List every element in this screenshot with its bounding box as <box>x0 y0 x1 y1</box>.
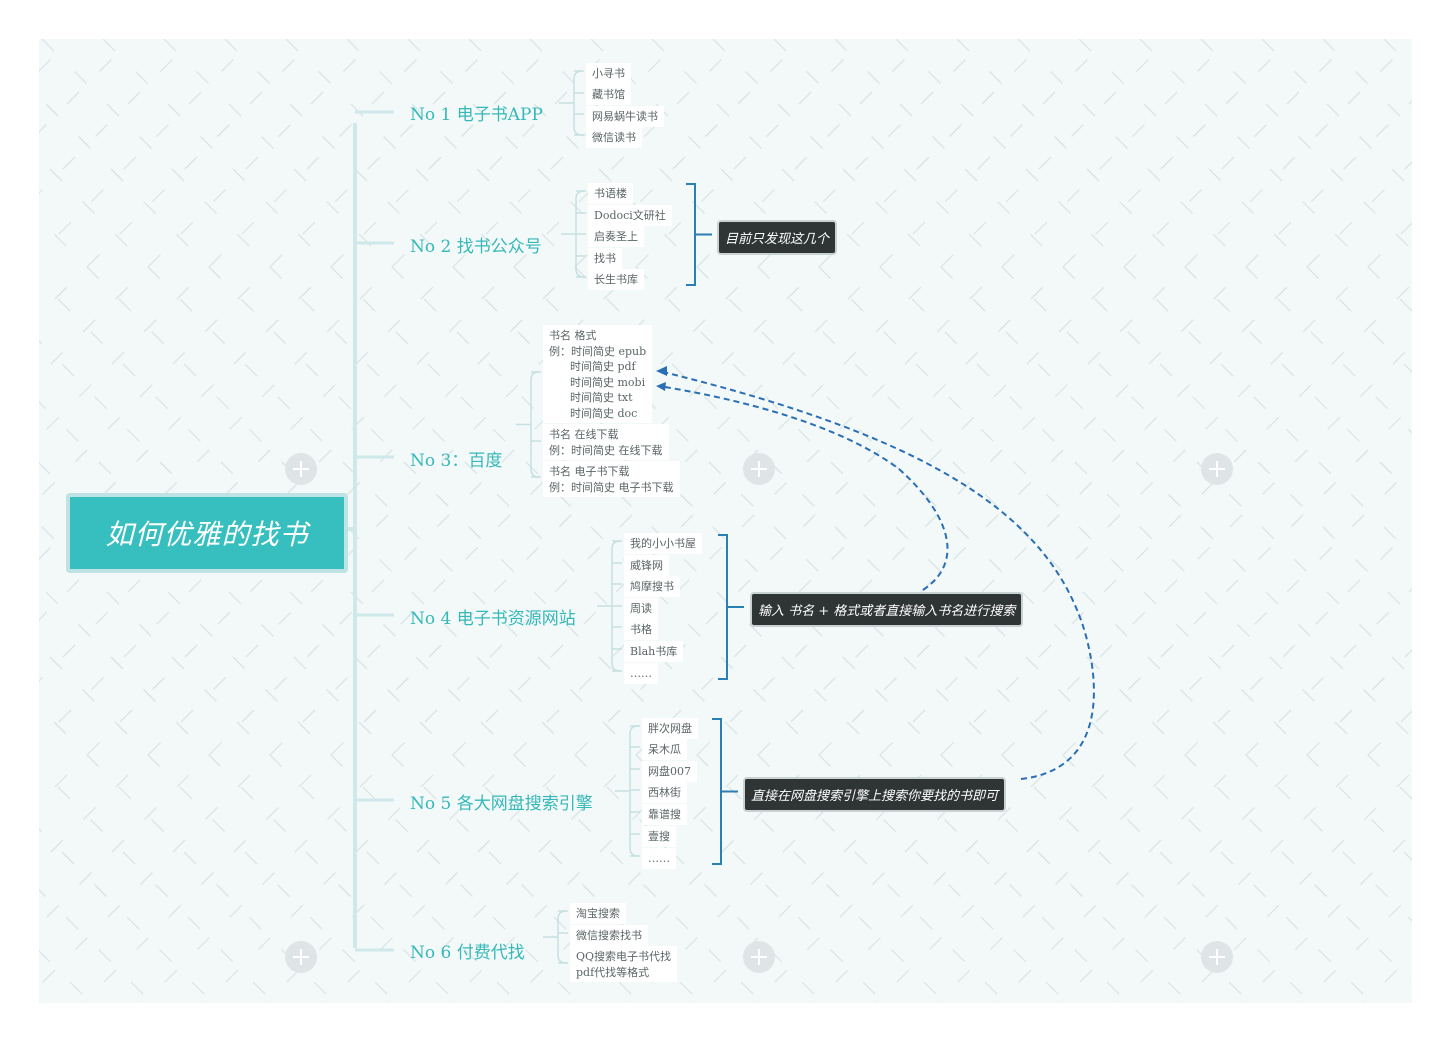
branch-paid-search[interactable]: No 6 付费代找 <box>410 943 525 963</box>
leaf-topic[interactable]: 靠谱搜 <box>642 804 687 825</box>
leaf-topic[interactable]: 呆木瓜 <box>642 739 687 760</box>
leaf-topic[interactable]: 淘宝搜索 <box>570 903 626 924</box>
leaf-topic[interactable]: 胖次网盘 <box>642 718 698 739</box>
leaf-topic[interactable]: 威锋网 <box>624 555 669 576</box>
leaf-topic[interactable]: 书名 电子书下载 例：时间简史 电子书下载 <box>543 461 680 497</box>
leaf-topic[interactable]: 网易蜗牛读书 <box>586 106 664 127</box>
leaf-topic[interactable]: 藏书馆 <box>586 84 631 105</box>
branch-wechat-accounts[interactable]: No 2 找书公众号 <box>410 237 542 257</box>
summary-callout-resource-sites[interactable]: 输入 书名 + 格式或者直接输入书名进行搜索 <box>750 592 1024 627</box>
leaf-topic[interactable]: …… <box>624 663 658 684</box>
leaf-topic-format-examples[interactable]: 书名 格式 例：时间简史 epub 时间简史 pdf 时间简史 mobi 时间简… <box>543 325 653 423</box>
branch-netdisk-search[interactable]: No 5 各大网盘搜索引擎 <box>410 794 593 814</box>
leaf-topic[interactable]: 网盘007 <box>642 761 697 782</box>
branch-baidu[interactable]: No 3：百度 <box>410 451 503 471</box>
root-topic[interactable]: 如何优雅的找书 <box>66 493 348 573</box>
leaf-topic[interactable]: 壹搜 <box>642 826 676 847</box>
leaf-topic[interactable]: Blah书库 <box>624 641 684 662</box>
leaf-topic[interactable]: 书格 <box>624 619 658 640</box>
leaf-topic[interactable]: Dodoci文研社 <box>588 205 672 226</box>
xmind-logo-icon <box>1201 453 1233 485</box>
leaf-topic[interactable]: 鸠摩搜书 <box>624 576 680 597</box>
leaf-topic[interactable]: …… <box>642 848 676 869</box>
xmind-logo-icon <box>1201 941 1233 973</box>
xmind-logo-icon <box>743 453 775 485</box>
mind-map-canvas: 如何优雅的找书 No 1 电子书APP No 2 找书公众号 No 3：百度 N… <box>39 39 1412 1003</box>
leaf-topic[interactable]: 我的小小书屋 <box>624 533 702 554</box>
leaf-topic[interactable]: 微信搜索找书 <box>570 925 648 946</box>
leaf-topic[interactable]: 书语楼 <box>588 183 633 204</box>
leaf-topic[interactable]: 启奏圣上 <box>588 226 644 247</box>
leaf-topic[interactable]: 西林街 <box>642 782 687 803</box>
root-topic-label: 如何优雅的找书 <box>105 518 309 551</box>
leaf-topic[interactable]: 小寻书 <box>586 63 631 84</box>
leaf-topic[interactable]: 书名 在线下载 例：时间简史 在线下载 <box>543 424 669 460</box>
xmind-logo-icon <box>743 941 775 973</box>
leaf-topic[interactable]: QQ搜索电子书代找 pdf代找等格式 <box>570 946 678 982</box>
xmind-logo-icon <box>285 453 317 485</box>
xmind-logo-icon <box>285 941 317 973</box>
leaf-topic[interactable]: 微信读书 <box>586 127 642 148</box>
branch-ebook-apps[interactable]: No 1 电子书APP <box>410 105 543 125</box>
summary-callout-wechat[interactable]: 目前只发现这几个 <box>717 220 838 255</box>
leaf-topic[interactable]: 找书 <box>588 248 622 269</box>
leaf-topic[interactable]: 周读 <box>624 598 658 619</box>
summary-callout-netdisk[interactable]: 直接在网盘搜索引擎上搜索你要找的书即可 <box>743 777 1007 812</box>
branch-resource-sites[interactable]: No 4 电子书资源网站 <box>410 609 576 629</box>
leaf-topic[interactable]: 长生书库 <box>588 269 644 290</box>
